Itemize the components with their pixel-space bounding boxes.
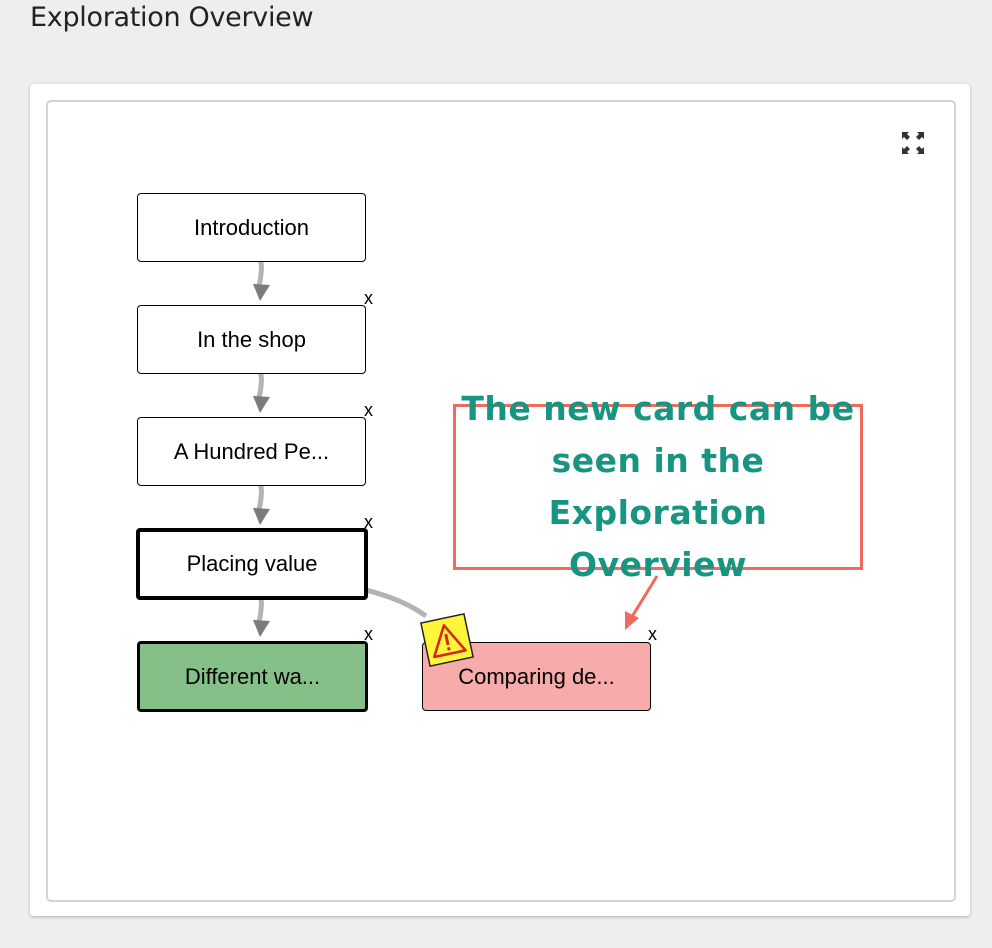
state-graph[interactable]: Introduction In the shop x A Hundred Pe.…: [46, 100, 956, 902]
delete-state-button[interactable]: x: [364, 288, 373, 308]
delete-state-button[interactable]: x: [648, 624, 657, 644]
edge-arrowhead: [253, 620, 270, 637]
exploration-overview-card: Introduction In the shop x A Hundred Pe.…: [30, 84, 970, 916]
annotation-line: Exploration Overview: [548, 493, 768, 584]
warning-icon: [420, 613, 475, 668]
state-node-label: Placing value: [186, 551, 318, 576]
edge-arrowhead: [253, 284, 270, 301]
annotation-line: seen in the: [551, 441, 765, 480]
state-node-placing-value[interactable]: Placing value: [136, 528, 368, 600]
state-node-introduction[interactable]: Introduction: [137, 193, 366, 262]
delete-state-button[interactable]: x: [364, 624, 373, 644]
state-node-label: A Hundred Pe...: [173, 438, 330, 464]
delete-state-button[interactable]: x: [364, 512, 373, 532]
state-node-label: Different wa...: [184, 663, 321, 689]
state-node-in-the-shop[interactable]: In the shop: [137, 305, 366, 374]
state-node-label: Introduction: [194, 214, 309, 240]
annotation-callout: The new card can be seen in the Explorat…: [453, 389, 863, 584]
page-title: Exploration Overview: [30, 2, 314, 33]
state-node-a-hundred[interactable]: A Hundred Pe...: [137, 417, 366, 486]
state-node-different-ways[interactable]: Different wa...: [137, 641, 368, 712]
annotation-text: The new card can be seen in the Explorat…: [456, 383, 860, 591]
expand-icon[interactable]: [900, 130, 926, 156]
edge-arrowhead: [253, 396, 270, 413]
edge-arrowhead: [253, 508, 270, 525]
state-node-label: In the shop: [197, 326, 306, 352]
delete-state-button[interactable]: x: [364, 400, 373, 420]
annotation-line: The new card can be: [461, 389, 855, 428]
state-node-label: Comparing de...: [458, 663, 615, 689]
